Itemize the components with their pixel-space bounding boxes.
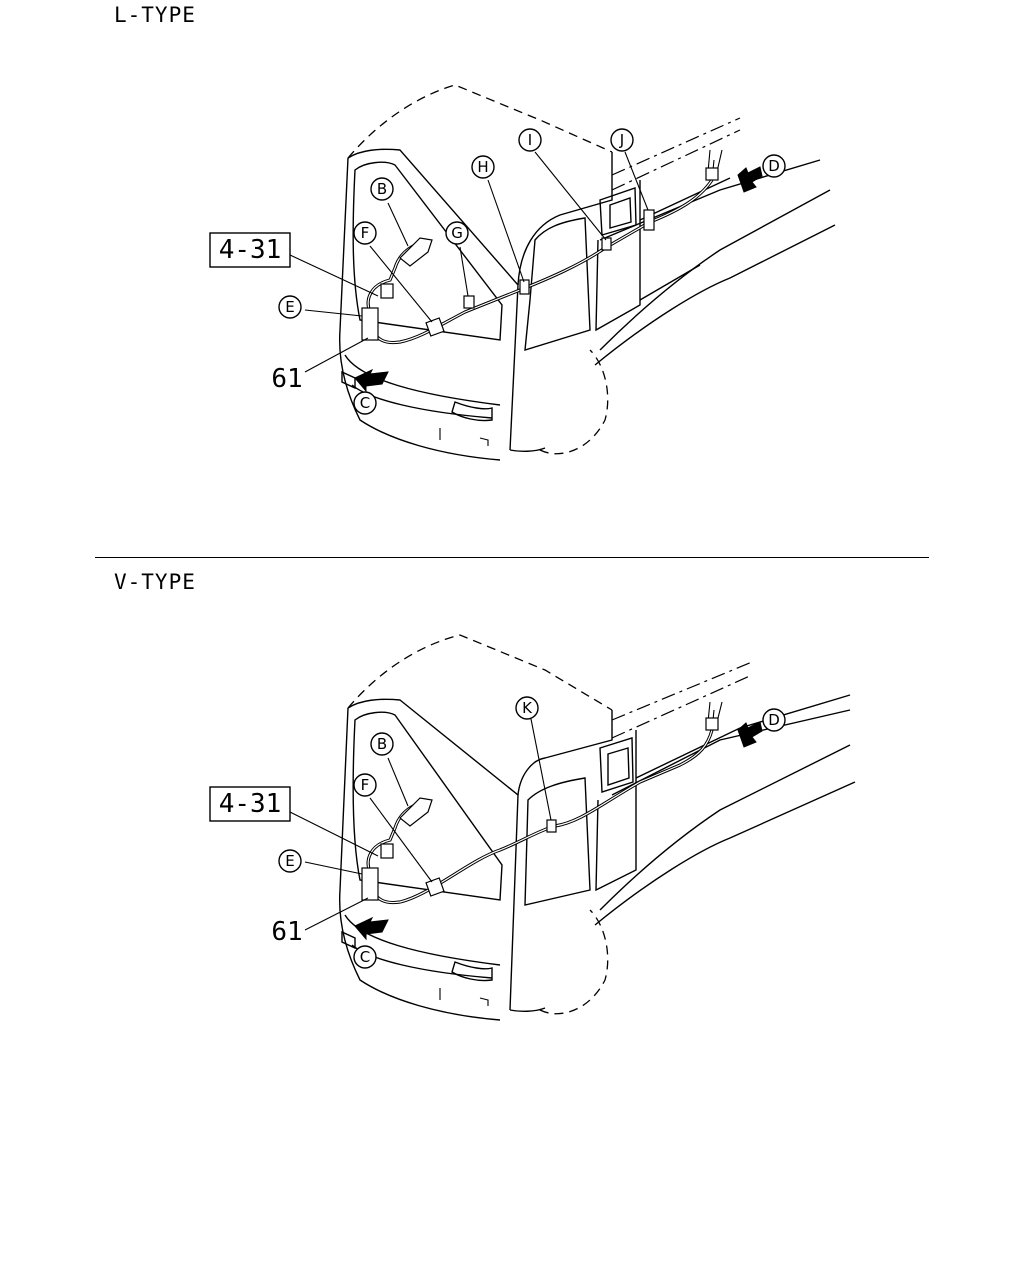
callout-h: H <box>471 155 495 179</box>
svg-text:K: K <box>522 699 533 717</box>
truck-harness-diagram-v-type: 4-31 61 B F E C K D <box>209 634 856 1021</box>
svg-text:F: F <box>361 776 370 794</box>
reference-box-4-31: 4-31 <box>209 786 291 822</box>
callout-c: C <box>353 391 377 415</box>
harness-components <box>361 717 719 901</box>
svg-text:B: B <box>377 735 387 753</box>
callout-b: B <box>370 732 394 756</box>
reference-box-label: 4-31 <box>219 789 282 819</box>
section-divider <box>95 557 929 558</box>
reference-box-label: 4-31 <box>219 235 282 265</box>
reference-box-4-31: 4-31 <box>209 232 291 268</box>
callout-d: D <box>762 154 786 178</box>
callout-d: D <box>762 708 786 732</box>
callout-c: C <box>353 945 377 969</box>
chassis-frame <box>594 117 836 366</box>
wiring-harness <box>366 701 723 905</box>
svg-text:H: H <box>477 158 488 176</box>
svg-text:F: F <box>361 224 370 242</box>
part-number-61: 61 <box>271 917 302 947</box>
harness-components <box>361 167 719 341</box>
view-arrow-d <box>737 721 763 748</box>
truck-cab-outline <box>338 84 641 461</box>
leader-lines <box>289 718 552 931</box>
callout-b: B <box>370 177 394 201</box>
callout-i: I <box>518 128 542 152</box>
callout-j: J <box>610 128 634 152</box>
svg-text:C: C <box>360 948 370 966</box>
view-arrow-d <box>737 166 763 193</box>
truck-cab-outline <box>338 634 637 1021</box>
svg-text:C: C <box>360 394 370 412</box>
callout-f: F <box>353 221 377 245</box>
callout-f: F <box>353 773 377 797</box>
svg-text:E: E <box>285 852 294 870</box>
chassis-frame <box>594 661 856 926</box>
svg-text:E: E <box>285 298 294 316</box>
part-number-61: 61 <box>271 364 302 394</box>
section-title-v-type: V-TYPE <box>114 570 196 594</box>
svg-text:G: G <box>451 224 463 242</box>
callout-e: E <box>278 849 302 873</box>
view-arrow-c <box>354 916 389 941</box>
section-title-l-type: L-TYPE <box>114 3 196 27</box>
svg-text:D: D <box>768 157 780 175</box>
callout-k: K <box>515 696 539 720</box>
svg-text:I: I <box>528 131 532 149</box>
leader-lines <box>289 151 649 373</box>
callout-g: G <box>445 221 469 245</box>
callout-e: E <box>278 295 302 319</box>
truck-harness-diagram-l-type: 4-31 61 B F G E C H I J D <box>209 84 836 461</box>
svg-text:J: J <box>619 131 624 149</box>
view-arrow-c <box>354 368 389 393</box>
svg-text:D: D <box>768 711 780 729</box>
svg-text:B: B <box>377 180 387 198</box>
